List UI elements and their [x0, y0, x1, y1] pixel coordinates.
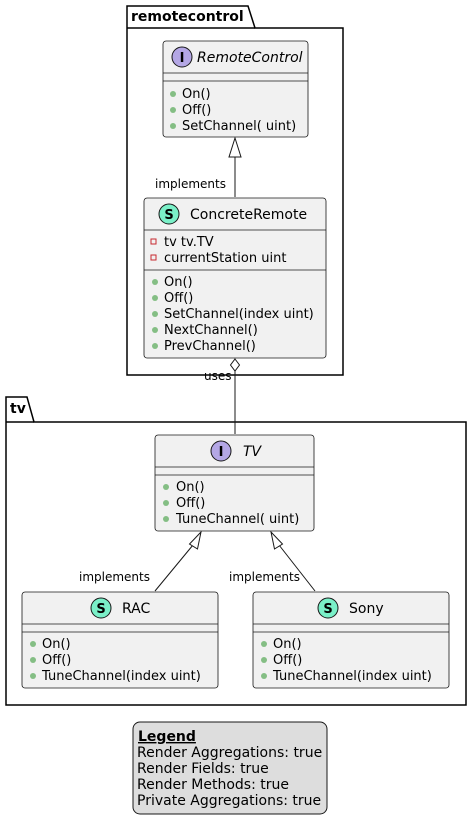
- public-method-icon: [163, 484, 169, 490]
- class-concreteremote: S ConcreteRemote tv tv.TV currentStation…: [143, 197, 327, 359]
- public-method-icon: [30, 641, 36, 647]
- legend-title: Legend: [138, 729, 196, 745]
- legend-line: Render Aggregations: true: [137, 745, 322, 761]
- method: Off(): [164, 291, 193, 306]
- realization-arrowhead: [188, 530, 202, 550]
- relation-concrete-implements-remote: implements: [155, 136, 242, 197]
- private-field-icon: [150, 238, 157, 245]
- class-tv: I TV On() Off() TuneChannel( uint): [154, 434, 315, 532]
- struct-badge-icon: [317, 597, 339, 619]
- method: On(): [164, 275, 193, 290]
- method: On(): [273, 637, 302, 652]
- method: On(): [42, 637, 71, 652]
- method: SetChannel( uint): [182, 119, 296, 134]
- legend-line: Render Fields: true: [137, 761, 269, 777]
- interface-badge-icon: [171, 46, 193, 68]
- struct-badge-letter: S: [96, 602, 105, 617]
- realization-arrowhead: [228, 136, 242, 158]
- class-name: ConcreteRemote: [190, 207, 307, 223]
- method: SetChannel(index uint): [164, 307, 314, 322]
- struct-badge-icon: [158, 203, 180, 225]
- class-sony: S Sony On() Off() TuneChannel(index uint…: [252, 591, 450, 689]
- class-name: RemoteControl: [197, 50, 303, 66]
- method: NextChannel(): [164, 323, 258, 338]
- public-method-icon: [170, 123, 176, 129]
- method: Off(): [273, 653, 302, 668]
- interface-badge-icon: [210, 440, 232, 462]
- interface-badge-letter: I: [219, 445, 224, 460]
- class-name: TV: [243, 444, 263, 460]
- struct-badge-letter: S: [323, 602, 332, 617]
- method: PrevChannel(): [164, 339, 256, 354]
- interface-badge-letter: I: [180, 51, 185, 66]
- method: Off(): [182, 103, 211, 118]
- legend-line: Private Aggregations: true: [137, 793, 321, 809]
- public-method-icon: [261, 673, 267, 679]
- field: tv tv.TV: [164, 235, 214, 250]
- public-method-icon: [152, 343, 158, 349]
- relation-label-implements: implements: [229, 570, 300, 584]
- public-method-icon: [152, 279, 158, 285]
- field: currentStation uint: [164, 251, 286, 266]
- public-method-icon: [163, 516, 169, 522]
- relation-label-uses: uses: [204, 369, 232, 383]
- aggregation-diamond: [229, 358, 241, 372]
- public-method-icon: [152, 327, 158, 333]
- relation-label-implements: implements: [79, 570, 150, 584]
- class-name: Sony: [349, 601, 384, 617]
- public-method-icon: [163, 500, 169, 506]
- public-method-icon: [261, 657, 267, 663]
- relation-concrete-uses-tv: uses: [204, 358, 241, 434]
- method: TuneChannel(index uint): [41, 669, 201, 684]
- relation-rac-implements-tv: implements: [79, 530, 202, 592]
- public-method-icon: [170, 107, 176, 113]
- method: TuneChannel(index uint): [272, 669, 432, 684]
- package-title-remotecontrol: remotecontrol: [131, 9, 244, 25]
- method: On(): [182, 87, 211, 102]
- relation-label-implements: implements: [155, 177, 226, 191]
- public-method-icon: [152, 295, 158, 301]
- package-title-tv: tv: [10, 401, 26, 417]
- public-method-icon: [170, 91, 176, 97]
- package-remotecontrol: remotecontrol: [126, 5, 344, 376]
- struct-badge-letter: S: [164, 208, 173, 223]
- package-tv: tv: [5, 396, 467, 706]
- relation-sony-implements-tv: implements: [229, 530, 316, 592]
- class-name: RAC: [122, 601, 150, 617]
- public-method-icon: [30, 673, 36, 679]
- legend-line: Render Methods: true: [137, 777, 289, 793]
- public-method-icon: [152, 311, 158, 317]
- method: TuneChannel( uint): [175, 512, 299, 527]
- method: Off(): [176, 496, 205, 511]
- struct-badge-icon: [90, 597, 112, 619]
- public-method-icon: [30, 657, 36, 663]
- legend: Legend Render Aggregations: true Render …: [132, 721, 328, 815]
- method: Off(): [42, 653, 71, 668]
- class-remotecontrol: I RemoteControl On() Off() SetChannel( u…: [162, 40, 309, 138]
- public-method-icon: [261, 641, 267, 647]
- method: On(): [176, 480, 205, 495]
- realization-arrowhead: [270, 530, 284, 550]
- class-rac: S RAC On() Off() TuneChannel(index uint): [21, 591, 219, 689]
- private-field-icon: [150, 254, 157, 261]
